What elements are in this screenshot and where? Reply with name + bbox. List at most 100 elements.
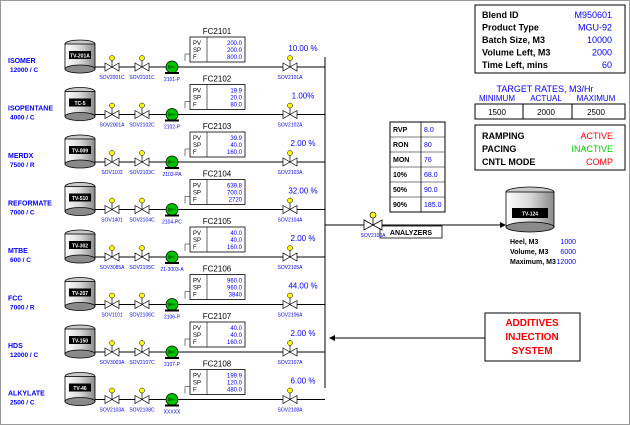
faceplate-pv-label: PV	[193, 374, 201, 380]
source-valve[interactable]: SOV2103C	[129, 150, 155, 177]
analyzer-label: 10%	[393, 172, 408, 179]
output-valve[interactable]: SOV2108A	[277, 387, 303, 414]
analyzer-label: 90%	[393, 202, 408, 209]
output-valve[interactable]: SOV2106A	[277, 292, 303, 319]
analyzer-value: 68.0	[424, 172, 438, 179]
analyzer-label: RON	[393, 142, 409, 149]
analyzer-valve[interactable]: SOV2100A	[360, 211, 386, 239]
output-valve[interactable]: SOV2104A	[277, 197, 303, 224]
source-valve-label: SOV2107C	[129, 360, 155, 366]
source-pump[interactable]: 2104-PC	[162, 203, 182, 226]
blend-percent: 1.00%	[292, 92, 315, 101]
faceplate-f-label: F	[193, 55, 197, 61]
source-name: REFORMATE	[8, 201, 52, 208]
source-pump-label: 2104-PC	[162, 220, 182, 226]
output-valve[interactable]: SOV2102A	[277, 102, 303, 129]
output-valve[interactable]: SOV2107A	[277, 340, 303, 367]
analyzer-label: 50%	[393, 187, 408, 194]
source-pump[interactable]: 2106-P	[164, 298, 181, 321]
source-tank[interactable]: TV-207	[64, 277, 96, 311]
source-valve[interactable]: SOV3003A	[99, 340, 125, 367]
source-valve[interactable]: SOV2105C	[129, 245, 155, 272]
source-pump[interactable]: XXXXX	[164, 393, 181, 416]
faceplate-f-value: 2720	[229, 198, 243, 204]
source-valve[interactable]: SOV2106C	[129, 292, 155, 319]
source-tank[interactable]: TV-150	[64, 324, 96, 359]
source-valve-label: SOV2103C	[129, 170, 155, 176]
faceplate-sp-value: 700.0	[227, 191, 243, 197]
source-tank[interactable]: TV-302	[64, 229, 96, 264]
source-pump[interactable]: 21-3003-A	[160, 250, 184, 273]
source-valve[interactable]: SOV1102	[101, 150, 123, 177]
additives-injection-system[interactable]: ADDITIVES INJECTION SYSTEM	[484, 312, 581, 362]
output-valve[interactable]: SOV2105A	[277, 245, 303, 272]
source-tank[interactable]: TV-201A	[64, 39, 96, 74]
source-name: ISOMER	[8, 58, 36, 65]
faceplate-pv-label: PV	[193, 279, 201, 285]
output-valve[interactable]: SOV2101A	[277, 55, 303, 82]
source-tank[interactable]: TV-009	[64, 134, 96, 169]
source-rate: 12000 / C	[10, 352, 38, 359]
source-pump[interactable]: 2103-PA	[162, 155, 182, 178]
faceplate-pv-value: 960.0	[227, 279, 243, 285]
blend-info-label: Blend ID	[482, 10, 519, 20]
source-pump-label: 2107-P	[164, 362, 181, 368]
faceplate-f-value: 160.0	[227, 150, 243, 156]
source-tank[interactable]: TC-5	[64, 87, 96, 121]
blend-percent: 44.00 %	[288, 282, 317, 291]
faceplate-sp-label: SP	[193, 48, 201, 54]
source-tank[interactable]: TV-46	[64, 372, 96, 406]
product-tank[interactable]: TV-124	[505, 186, 555, 233]
output-valve[interactable]: SOV2103A	[277, 150, 303, 177]
output-valve-label: SOV2108A	[277, 408, 303, 414]
source-valve[interactable]: SOV2001A	[99, 102, 125, 129]
faceplate-f-label: F	[193, 293, 197, 299]
faceplate-pv-label: PV	[193, 41, 201, 47]
source-tank-name: TV-150	[72, 339, 88, 345]
faceplate-f-label: F	[193, 198, 197, 204]
source-valve[interactable]: SOV2102C	[129, 102, 155, 129]
source-valve[interactable]: SOV3085A	[99, 245, 125, 272]
analyzer-label: RVP	[393, 127, 408, 134]
source-valve-label: SOV1401	[101, 218, 123, 224]
source-tank-name: TV-46	[73, 386, 87, 392]
source-pump[interactable]: 2107-P	[164, 345, 181, 368]
blend-info-label: Volume Left, M3	[482, 48, 550, 58]
product-tank-label: Maximum, M3	[510, 259, 556, 266]
analyzer-value: 80	[424, 142, 432, 149]
source-pump[interactable]: 2102-P	[164, 108, 181, 131]
faceplate-pv-label: PV	[193, 231, 201, 237]
product-tank-name: TV-124	[522, 212, 538, 218]
source-valve[interactable]: SOV1401	[101, 197, 123, 224]
faceplate-sp-label: SP	[193, 96, 201, 102]
source-valve[interactable]: SOV1101	[101, 292, 123, 319]
faceplate-sp-value: 40.0	[230, 238, 242, 244]
source-valve[interactable]: SOV2101C	[129, 55, 155, 82]
source-tank-name: TV-510	[72, 196, 88, 202]
source-tank[interactable]: TV-510	[64, 182, 96, 216]
faceplate-pv-value: 639.8	[227, 184, 243, 190]
product-tank-label: Volume, M3	[510, 249, 548, 256]
faceplate-sp-label: SP	[193, 191, 201, 197]
faceplate-sp-label: SP	[193, 286, 201, 292]
source-valve[interactable]: SOV2107C	[129, 340, 155, 367]
blend-percent: 32.00 %	[288, 187, 317, 196]
source-valve[interactable]: SOV2103A	[99, 387, 125, 414]
source-valve[interactable]: SOV2001C	[99, 55, 125, 82]
source-pump[interactable]: 2101-P	[164, 60, 181, 83]
source-valve[interactable]: SOV2108C	[129, 387, 155, 414]
analyzer-valve-label: SOV2100A	[360, 233, 386, 239]
flow-controller-tag: FC2107	[203, 312, 232, 321]
source-valve[interactable]: SOV2104C	[129, 197, 155, 224]
